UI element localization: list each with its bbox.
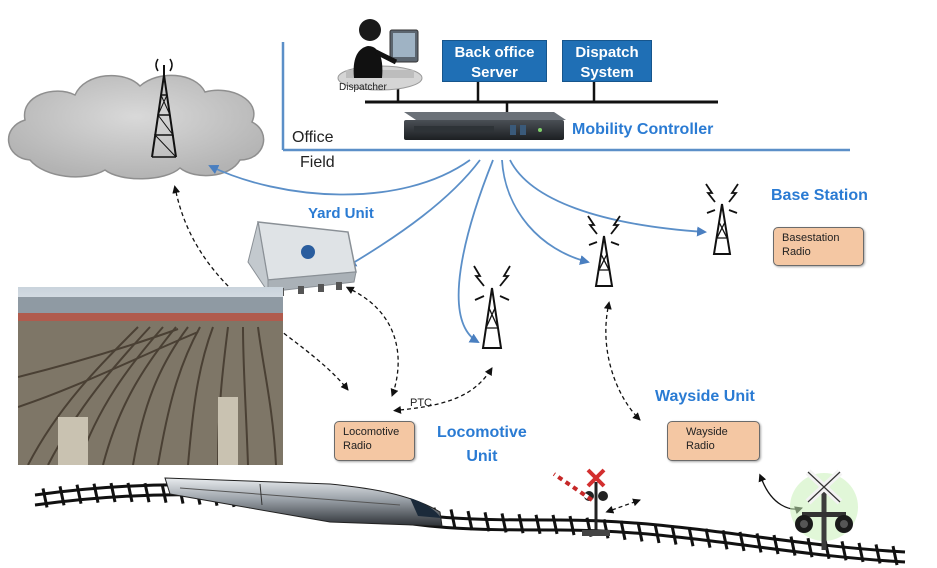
track-sleeper [126,482,134,503]
cell-tower-icon [151,58,177,158]
railway-signal-icon [552,468,610,536]
base-station-label: Base Station [771,187,868,204]
track-sleeper [840,541,848,561]
back-office-server-box: Back office Server [442,40,547,82]
track-sleeper [721,529,729,550]
cloud-icon [8,74,265,180]
track-sleeper [483,512,491,532]
track-sleeper [92,483,100,503]
track-sleeper [755,533,763,553]
cell-tower-icon [473,265,511,349]
mobility-controller-label: Mobility Controller [572,121,714,138]
railway-track [34,482,906,566]
track-sleeper [551,514,559,535]
track-sleeper [670,525,678,545]
track-sleeper [687,526,695,547]
server-rack-icon [404,112,566,140]
rail-yard-photo [18,287,283,465]
track-sleeper [109,482,117,503]
track-sleeper [619,520,627,541]
wayside-radio-line2: Radio [686,440,715,452]
back-office-line1: Back office [454,44,535,61]
locomotive-unit-line1: Locomotive [437,424,527,441]
wayside-radio-box: Wayside Radio [667,421,760,461]
ptc-label: PTC [410,397,432,409]
basestation-radio-line2: Radio [782,246,811,258]
track-sleeper [738,531,746,552]
track-sleeper [449,509,457,529]
track-sleeper [75,484,83,505]
wayside-radio-line1: Wayside [686,426,728,438]
track-sleeper [568,515,576,536]
office-label: Office [292,129,334,146]
track-sleeper [160,483,168,504]
backbone-bus [365,80,718,112]
train-icon [164,477,443,527]
track-sleeper [58,485,66,506]
track-sleeper [41,488,49,508]
back-office-line2: Server [471,64,518,81]
track-sleeper [143,482,151,503]
basestation-radio-box: Basestation Radio [773,227,864,266]
track-sleeper [704,528,712,549]
dispatcher-label: Dispatcher [339,82,387,93]
track-sleeper [466,510,474,531]
locomotive-radio-box: Locomotive Radio [334,421,415,461]
dispatch-system-line2: System [580,64,634,81]
locomotive-radio-line1: Locomotive [343,426,400,438]
track-sleeper [653,523,661,544]
cell-tower-icon [705,183,739,255]
yard-unit-label: Yard Unit [308,205,374,222]
wayside-unit-label: Wayside Unit [655,388,755,405]
field-label: Field [300,154,335,171]
track-sleeper [874,544,882,564]
track-sleeper [534,514,542,535]
track-sleeper [517,513,525,534]
track-sleeper [500,513,508,533]
track-sleeper [806,537,814,558]
locomotive-unit-label: Locomotive Unit [437,421,527,469]
crossing-signal-icon [790,469,858,550]
office-field-divider [281,42,850,152]
track-sleeper [789,536,797,556]
dispatcher-icon [337,19,423,91]
track-sleeper [891,545,899,566]
locomotive-unit-line2: Unit [466,448,498,465]
track-sleeper [636,522,644,542]
yard-unit-device-icon [247,221,357,296]
basestation-radio-line1: Basestation [782,232,840,244]
cell-tower-icon [587,215,621,287]
track-sleeper [857,542,865,563]
dispatch-system-box: Dispatch System [562,40,652,82]
track-sleeper [772,534,780,555]
locomotive-radio-line2: Radio [343,440,372,452]
dispatch-system-line1: Dispatch [575,44,639,61]
